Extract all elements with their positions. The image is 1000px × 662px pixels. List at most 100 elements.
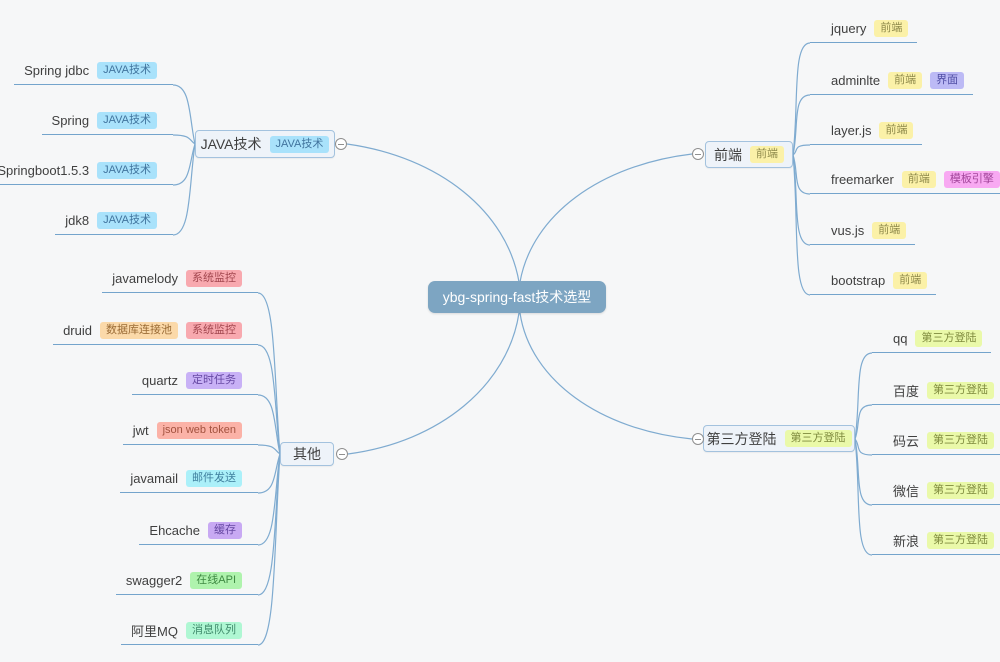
tag: 系统监控 <box>186 321 242 339</box>
tag: 第三方登陆 <box>927 381 995 399</box>
child-connector-line <box>257 292 281 455</box>
tag: 第三方登陆 <box>784 430 852 447</box>
child-node-label: jwt <box>132 422 149 438</box>
child-node-label: vus.js <box>831 222 865 238</box>
tag: 模板引擎 <box>943 170 1000 188</box>
tag: 第三方登陆 <box>927 431 995 449</box>
child-node-row[interactable]: 新浪第三方登陆 <box>872 531 1000 555</box>
child-connector-line <box>172 143 196 186</box>
tag: 缓存 <box>208 521 242 539</box>
collapse-minus-icon[interactable] <box>692 148 704 160</box>
collapse-minus-icon[interactable] <box>335 138 347 150</box>
child-connector-line <box>257 453 281 646</box>
child-node-row[interactable]: vus.js 前端 <box>810 221 916 245</box>
tag: 第三方登陆 <box>927 481 995 499</box>
child-node-label: 新浪 <box>893 533 920 549</box>
child-connector-line <box>792 42 811 156</box>
branch-node[interactable]: 其他 <box>280 442 334 466</box>
tag: JAVA技术 <box>97 161 157 179</box>
tag: 前端 <box>750 146 784 163</box>
child-connector-line <box>257 444 281 455</box>
tag: JAVA技术 <box>97 111 157 129</box>
collapse-minus-icon[interactable] <box>692 433 704 445</box>
child-node-label: bootstrap <box>831 272 886 288</box>
child-node-label: swagger2 <box>125 572 183 588</box>
child-connector-line <box>854 404 873 440</box>
child-connector-line <box>172 143 196 236</box>
child-connector-line <box>854 352 873 440</box>
root-node[interactable]: ybg-spring-fast技术选型 <box>428 281 606 313</box>
tag: 邮件发送 <box>186 469 242 487</box>
child-node-label: Spring jdbc <box>24 62 90 78</box>
tag: 前端 <box>893 271 928 289</box>
child-node-row[interactable]: quartz 定时任务 <box>131 371 258 395</box>
branch-node-label: 第三方登陆 <box>706 430 777 447</box>
tag: JAVA技术 <box>97 61 157 79</box>
child-node-label: Springboot1.5.3 <box>0 162 90 178</box>
child-node-label: adminlte <box>831 72 881 88</box>
tag: 在线API <box>190 571 242 589</box>
branch-connector-line <box>347 312 520 455</box>
branch-node-label: JAVA技术 <box>200 136 262 152</box>
child-node-row[interactable]: Springboot1.5.3 JAVA技术 <box>0 161 173 185</box>
child-connector-line <box>792 144 811 156</box>
child-node-label: layer.js <box>831 122 872 138</box>
tag: json web token <box>156 421 242 439</box>
child-node-label: quartz <box>141 372 178 388</box>
child-node-label: 百度 <box>893 383 920 399</box>
child-node-row[interactable]: Spring JAVA技术 <box>41 111 173 135</box>
child-node-label: 码云 <box>893 433 920 449</box>
child-node-label: Ehcache <box>149 522 200 538</box>
child-connector-line <box>792 94 811 156</box>
root-node-label: ybg-spring-fast技术选型 <box>442 289 592 305</box>
child-node-row[interactable]: layer.js 前端 <box>810 121 923 145</box>
child-node-label: qq <box>893 330 908 346</box>
child-connector-line <box>257 344 281 455</box>
tag: 前端 <box>879 121 914 139</box>
tag: JAVA技术 <box>97 211 157 229</box>
child-node-label: 阿里MQ <box>131 623 178 639</box>
tag: 数据库连接池 <box>100 321 178 339</box>
child-node-row[interactable]: jdk8 JAVA技术 <box>55 211 173 235</box>
child-node-label: Spring <box>51 112 90 128</box>
child-node-row[interactable]: 微信第三方登陆 <box>872 481 1000 505</box>
child-connector-line <box>257 394 281 455</box>
branch-node[interactable]: 第三方登陆第三方登陆 <box>703 425 855 452</box>
child-connector-line <box>257 453 281 494</box>
tag: 定时任务 <box>186 371 242 389</box>
tag: 前端 <box>872 221 907 239</box>
child-node-row[interactable]: Ehcache 缓存 <box>139 521 258 545</box>
child-connector-line <box>854 438 873 456</box>
child-node-label: 微信 <box>893 483 920 499</box>
child-node-row[interactable]: 码云第三方登陆 <box>872 431 1000 455</box>
child-connector-line <box>792 154 811 296</box>
branch-connector-line <box>519 153 693 283</box>
branch-connector-line <box>519 312 693 440</box>
collapse-minus-icon[interactable] <box>336 448 348 460</box>
child-node-row[interactable]: Spring jdbc JAVA技术 <box>14 61 173 85</box>
child-connector-line <box>854 438 873 556</box>
child-node-row[interactable]: bootstrap 前端 <box>810 271 937 295</box>
branch-node[interactable]: 前端前端 <box>705 141 793 168</box>
tag: 界面 <box>930 71 965 89</box>
child-node-label: freemarker <box>831 171 894 187</box>
tag: 系统监控 <box>186 269 242 287</box>
tag: JAVA技术 <box>269 135 330 153</box>
child-node-row[interactable]: swagger2 在线API <box>115 571 258 595</box>
child-node-row[interactable]: 百度第三方登陆 <box>872 381 1000 405</box>
child-node-row[interactable]: jwt json web token <box>122 421 258 445</box>
child-node-label: jdk8 <box>65 212 90 228</box>
tag: 前端 <box>874 19 909 37</box>
child-connector-line <box>172 84 196 145</box>
branch-node[interactable]: JAVA技术 JAVA技术 <box>195 130 335 158</box>
